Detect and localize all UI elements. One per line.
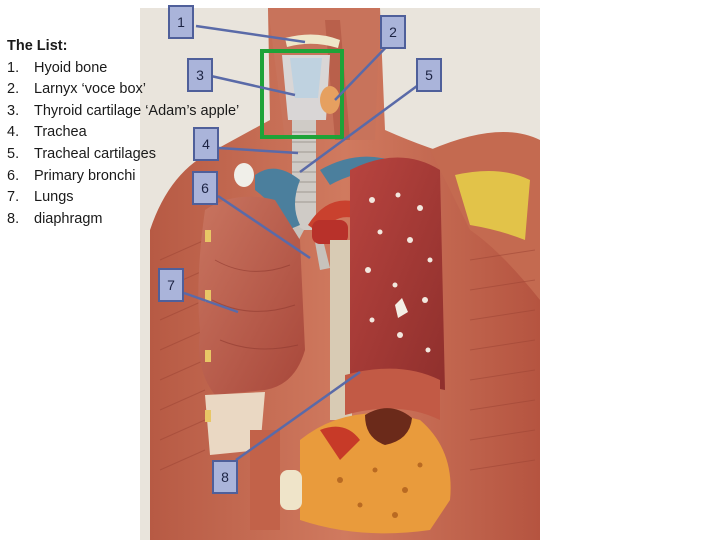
leader-line-5 <box>299 84 418 174</box>
vessel-white <box>234 163 254 187</box>
list-item-number: 7. <box>7 189 20 206</box>
list-item: 5. Tracheal cartilages <box>7 144 297 166</box>
list-item-label: Primary bronchi <box>34 167 136 184</box>
list-item-label: Trachea <box>34 124 87 141</box>
callout-7: 7 <box>158 268 184 302</box>
list-item-label: Lungs <box>34 189 74 206</box>
callout-5: 5 <box>416 58 442 92</box>
callout-6: 6 <box>192 171 218 205</box>
leader-line-6 <box>217 194 311 260</box>
abdomen-vessel <box>320 426 360 460</box>
leader-line-8 <box>235 370 361 462</box>
callout-4: 4 <box>193 127 219 161</box>
list-item: 1. Hyoid bone <box>7 58 297 80</box>
heart-dark <box>365 408 412 445</box>
term-list-title: The List: <box>7 38 68 54</box>
list-item: 6. Primary bronchi <box>7 166 297 188</box>
hyoid-bone <box>285 34 340 48</box>
leader-line-7 <box>183 291 239 314</box>
lung-cut-white-mark <box>395 298 408 318</box>
list-item: 7. Lungs <box>7 187 297 209</box>
lung-right-cut <box>350 157 445 400</box>
callout-2: 2 <box>380 15 406 49</box>
list-item-number: 8. <box>7 210 20 227</box>
bowel-tube <box>280 470 302 510</box>
list-item: 3. Thyroid cartilage ‘Adam’s apple’ <box>7 101 297 123</box>
list-item: 8. diaphragm <box>7 209 297 231</box>
vertebra-lower <box>250 430 280 530</box>
term-list: The List: 1. Hyoid bone 2. Larnyx ‘voce bo… <box>7 36 297 230</box>
leader-line-2 <box>334 39 394 101</box>
list-item-label: diaphragm <box>34 210 103 227</box>
list-item-number: 4. <box>7 124 20 141</box>
list-item-label: Tracheal cartilages <box>34 145 156 162</box>
list-item-label: Thyroid cartilage ‘Adam’s apple’ <box>34 102 240 119</box>
leader-line-3 <box>210 74 296 97</box>
list-item: 2. Larnyx ‘voce box’ <box>7 79 297 101</box>
list-item-label: Larnyx ‘voce box’ <box>34 81 147 98</box>
thyroid-cartilage <box>290 58 322 98</box>
thyroid-gland <box>320 86 340 114</box>
pulmonary-vessel <box>312 220 348 244</box>
shoulder-fascia <box>455 171 530 240</box>
list-item-number: 2. <box>7 81 20 98</box>
list-item-number: 5. <box>7 145 20 162</box>
list-item-number: 1. <box>7 59 20 76</box>
list-item-label: Hyoid bone <box>34 59 108 76</box>
leader-line-1 <box>195 24 306 44</box>
diaphragm <box>345 368 440 420</box>
list-item-number: 3. <box>7 102 20 119</box>
lung-left <box>198 196 305 395</box>
list-item: 4. Trachea <box>7 122 297 144</box>
vein-left <box>255 168 300 230</box>
callout-1: 1 <box>168 5 194 39</box>
callout-8: 8 <box>212 460 238 494</box>
leader-line-4 <box>218 146 299 155</box>
list-item-number: 6. <box>7 167 20 184</box>
callout-3: 3 <box>187 58 213 92</box>
